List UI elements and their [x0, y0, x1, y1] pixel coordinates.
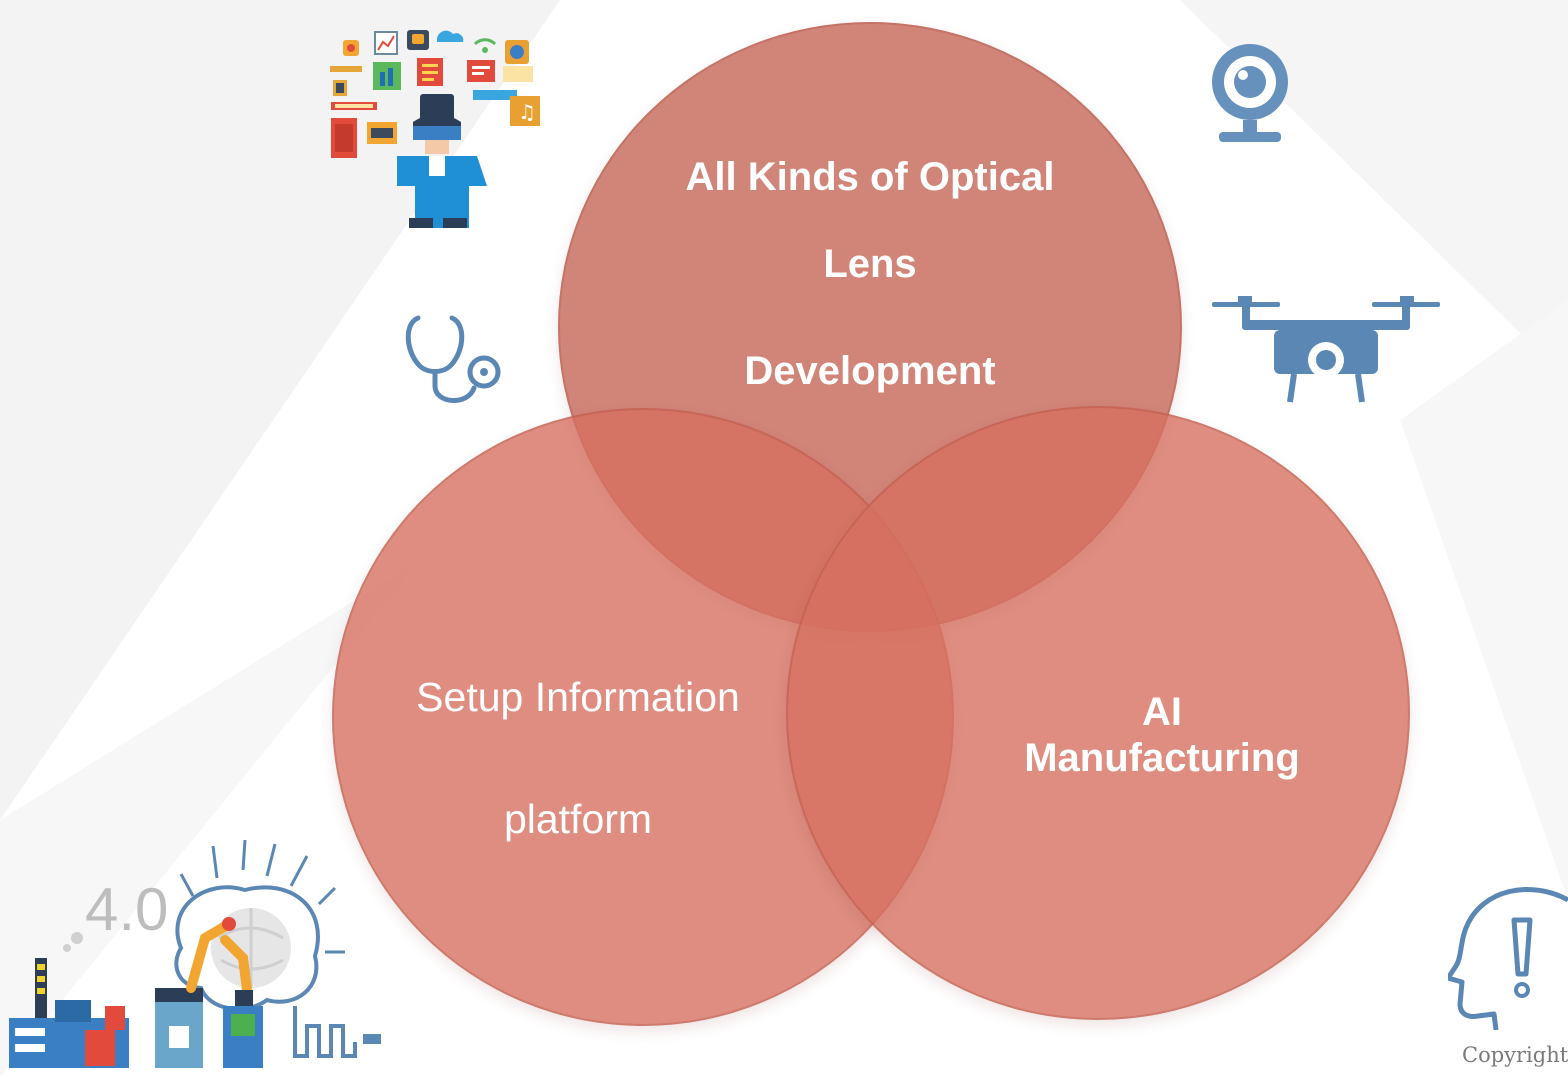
smart-tech-person-icon: ♫: [330, 30, 540, 228]
webcam-icon: [1212, 44, 1288, 142]
industry-4-0-icon: 4.0: [9, 839, 381, 1068]
head-warning-icon: [1448, 886, 1568, 1030]
ai-manufacturing-label-line1: AI: [1142, 690, 1182, 734]
svg-text:♫: ♫: [518, 100, 536, 124]
optical-lens-label-line2: Lens: [823, 242, 917, 286]
venn-circle-ai-manufacturing: [786, 406, 1410, 1020]
industry-4-0-text: 4.0: [85, 876, 168, 943]
optical-lens-label-line3: Development: [744, 349, 996, 393]
copyright-text: Copyright: [1462, 1043, 1568, 1067]
ai-manufacturing-label-line2: Manufacturing: [1024, 736, 1300, 780]
stethoscope-icon: [405, 315, 501, 403]
info-platform-label-line1: Setup Information: [416, 674, 740, 720]
optical-lens-label-line1: All Kinds of Optical: [685, 155, 1055, 199]
info-platform-label-line2: platform: [503, 796, 653, 842]
drone-camera-icon: [1212, 296, 1440, 403]
